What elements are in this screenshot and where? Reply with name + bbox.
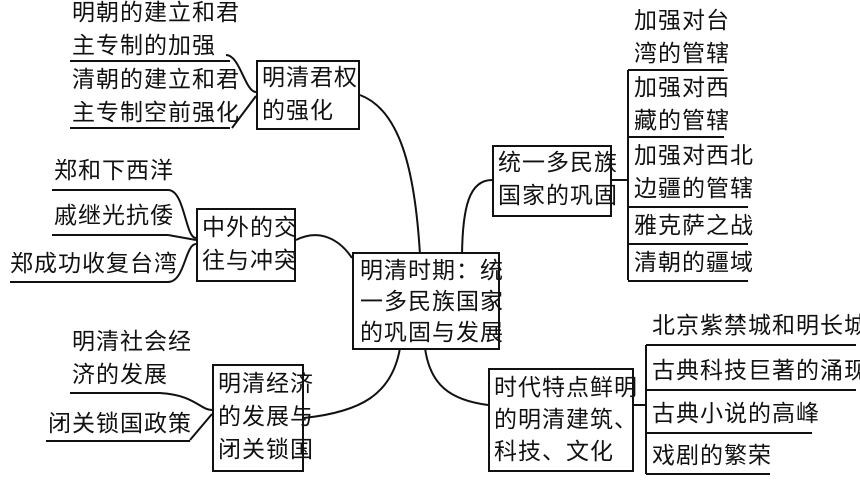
leaf-tibet: 加强对西 藏的管辖 xyxy=(634,75,730,134)
leaf-science-works: 古典科技巨著的涌现 xyxy=(652,358,860,384)
branch-title-line: 国家的巩固 xyxy=(498,183,618,209)
leaf-zhenghe: 郑和下西洋 xyxy=(54,158,174,184)
leaf-closed-door: 闭关锁国政策 xyxy=(48,411,192,437)
branch-unity: 统一多民族 国家的巩固 xyxy=(492,145,618,217)
branch-title-line: 中外的交 xyxy=(202,215,298,241)
branch-title-line: 明清经济 xyxy=(218,371,314,397)
leaf-ming-power: 明朝的建立和君 主专制的加强 xyxy=(72,0,240,59)
leaf-forbidden-city: 北京紫禁城和明长城 xyxy=(652,313,860,339)
leaf-yaksa: 雅克萨之战 xyxy=(634,213,754,239)
branch-title-line: 统一多民族 xyxy=(498,150,618,176)
leaf-qing-power: 清朝的建立和君 主专制空前强化 xyxy=(72,67,240,126)
branch-title-line: 的强化 xyxy=(262,98,334,124)
leaf-economy-development: 明清社会经 济的发展 xyxy=(72,329,192,388)
leaf-qijiguang: 戚继光抗倭 xyxy=(54,203,174,229)
center-line: 的巩固与发展 xyxy=(360,320,504,346)
leaf-taiwan: 加强对台 湾的管辖 xyxy=(634,8,730,67)
branch-culture: 时代特点鲜明 的明清建筑、 科技、文化 xyxy=(488,368,638,472)
leaf-drama: 戏剧的繁荣 xyxy=(652,443,772,469)
branch-power: 明清君权 的强化 xyxy=(256,60,360,130)
leaf-northwest: 加强对西北 边疆的管辖 xyxy=(634,143,754,202)
branch-title-line: 时代特点鲜明 xyxy=(494,375,638,401)
branch-title-line: 的发展与 xyxy=(218,404,314,430)
leaf-zhengchenggong: 郑成功收复台湾 xyxy=(10,251,178,277)
branch-title-line: 明清君权 xyxy=(262,65,358,91)
leaf-novels: 古典小说的高峰 xyxy=(652,401,820,427)
center-line: 一多民族国家 xyxy=(360,289,504,315)
branch-title-line: 的明清建筑、 xyxy=(494,407,638,433)
center-topic: 明清时期：统 一多民族国家 的巩固与发展 xyxy=(352,252,504,350)
branch-title-line: 往与冲突 xyxy=(202,248,298,274)
branch-foreign: 中外的交 往与冲突 xyxy=(196,208,298,282)
branch-title-line: 科技、文化 xyxy=(494,439,614,465)
leaf-qing-territory: 清朝的疆域 xyxy=(634,250,754,276)
branch-title-line: 闭关锁国 xyxy=(218,437,314,463)
center-line: 明清时期：统 xyxy=(360,258,504,284)
branch-economy: 明清经济 的发展与 闭关锁国 xyxy=(212,364,314,472)
